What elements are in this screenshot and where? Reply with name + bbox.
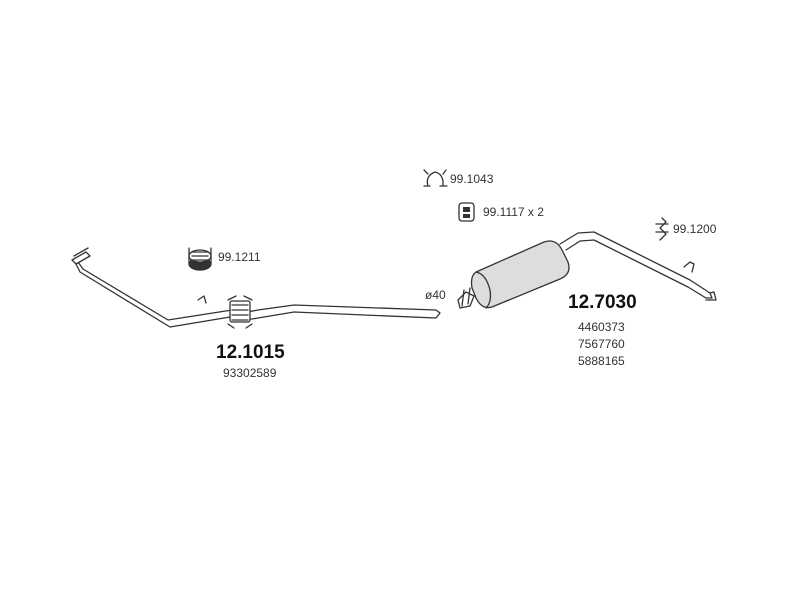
rear-silencer-oe-number: 5888165 — [578, 354, 625, 368]
rear-silencer-oe-number: 7567760 — [578, 337, 625, 351]
front-pipe-oe-number: 93302589 — [223, 366, 277, 380]
gasket-ring-icon — [188, 247, 212, 271]
clamp-icon — [423, 169, 448, 187]
rubber-mount-icon — [458, 202, 475, 222]
gasket-ring-code-label: 99.1211 — [218, 250, 261, 264]
bracket-code-label: 99.1200 — [673, 222, 717, 236]
rear-silencer-part-number: 12.7030 — [568, 292, 637, 313]
rubber-mount-code-label: 99.1117 x 2 — [483, 205, 544, 219]
rear-silencer-oe-number: 4460373 — [578, 320, 625, 334]
clamp-code-label: 99.1043 — [450, 172, 494, 186]
bracket-icon — [655, 217, 669, 241]
front-pipe-part-number: 12.1015 — [216, 342, 285, 363]
diameter-label: ø40 — [425, 288, 446, 302]
front-pipe — [71, 247, 441, 329]
rear-silencer-assembly — [457, 231, 717, 309]
